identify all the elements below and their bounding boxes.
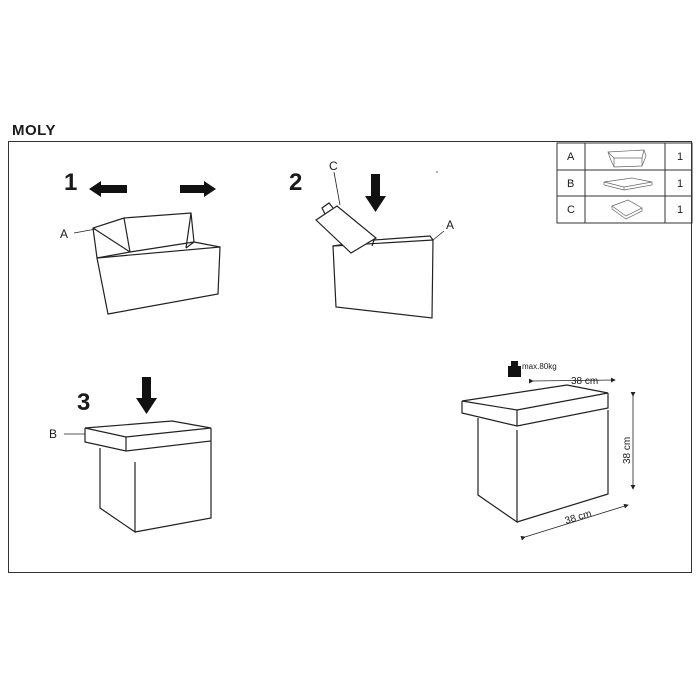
parts-row-qty: 1 xyxy=(677,178,683,190)
step-number: 3 xyxy=(77,389,90,416)
parts-row-label: A xyxy=(567,151,575,163)
arrow-right-icon xyxy=(180,181,216,197)
parts-row-qty: 1 xyxy=(677,151,683,163)
box-with-lid-illustration xyxy=(84,420,212,534)
callout-label: A xyxy=(446,218,454,232)
arrow-down-icon xyxy=(136,377,157,414)
step-number: 2 xyxy=(289,169,302,196)
dimension-height-label: 38 cm xyxy=(622,437,633,464)
weight-icon xyxy=(508,361,521,377)
arrow-left-icon xyxy=(89,181,127,197)
callout-label: B xyxy=(49,427,57,441)
part-b-thumbnail xyxy=(603,177,653,191)
dimension-depth-label: 38 cm xyxy=(564,508,593,526)
parts-table: A B C 1 1 1 xyxy=(556,142,693,224)
step-2: 2 C A xyxy=(289,159,454,319)
part-a-thumbnail xyxy=(607,149,647,168)
assembled-box-illustration xyxy=(461,384,609,524)
box-unfolded-illustration xyxy=(92,212,221,315)
step-number: 1 xyxy=(64,169,77,196)
parts-row-qty: 1 xyxy=(677,204,683,216)
callout-label: A xyxy=(60,227,68,241)
product-title: MOLY xyxy=(12,122,56,139)
arrow-down-icon xyxy=(365,174,386,212)
callout-label: C xyxy=(329,159,338,173)
step-1: 1 A xyxy=(60,169,221,315)
dimension-width-label: 38 cm xyxy=(571,376,598,387)
max-load-label: max.80kg xyxy=(522,362,557,371)
parts-row-label: B xyxy=(567,178,574,190)
box-with-insert-illustration xyxy=(315,202,434,319)
step-3: 3 B xyxy=(49,377,212,534)
instruction-frame xyxy=(8,141,692,573)
parts-row-label: C xyxy=(567,204,575,216)
part-c-thumbnail xyxy=(611,199,643,220)
assembled-product: max.80kg 38 cm 38 cm 38 cm xyxy=(461,361,636,541)
